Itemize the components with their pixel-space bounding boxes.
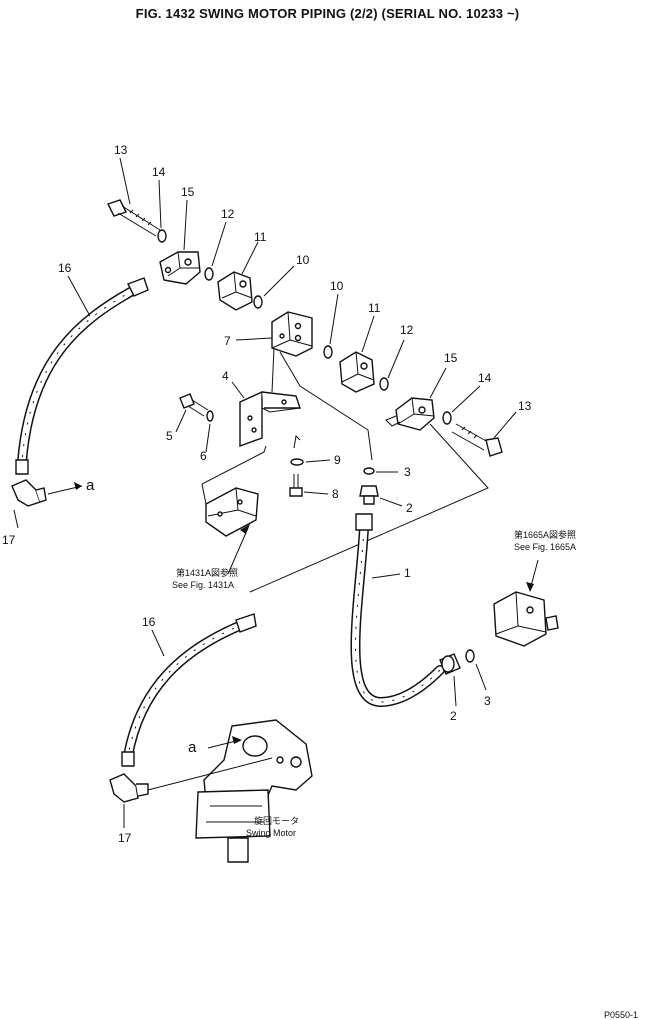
valve-fig-1665a	[493, 591, 559, 647]
callout-17-lower: 17	[118, 831, 132, 845]
footer-code: P0550-1	[604, 1010, 638, 1020]
callout-7: 7	[224, 334, 231, 348]
fitting-2-lower	[439, 653, 461, 675]
arrow-a-head	[74, 482, 82, 490]
elbow-17-lower	[109, 773, 149, 803]
callout-11-right: 11	[368, 301, 381, 315]
bolt-13-upper	[107, 199, 161, 237]
motor-label-en: Swing Motor	[246, 828, 296, 838]
block-15-upper	[159, 251, 201, 285]
callout-3-upper: 3	[404, 465, 411, 479]
callout-12-right: 12	[400, 323, 414, 337]
ref-1665a-en: See Fig. 1665A	[514, 542, 576, 552]
callout-8: 8	[332, 487, 339, 501]
oring-10-upper	[253, 295, 263, 309]
fitting-2-upper	[359, 485, 379, 505]
callout-15-right: 15	[444, 351, 458, 365]
figure-title: FIG. 1432 SWING MOTOR PIPING (2/2) (SERI…	[135, 6, 520, 21]
arrow-a2-head	[232, 736, 242, 744]
callout-10-right: 10	[330, 279, 344, 293]
washer-6	[206, 410, 214, 422]
hose-16-lower	[121, 613, 257, 767]
arrow-1431a-head	[240, 524, 250, 534]
elbow-17-upper	[11, 479, 47, 507]
callout-4: 4	[222, 369, 229, 383]
arrow-1665a-head	[526, 582, 534, 592]
callout-14-right: 14	[478, 371, 492, 385]
leader-bracket	[201, 445, 267, 505]
oring-10-right	[323, 345, 333, 359]
callout-2-upper: 2	[406, 501, 413, 515]
washer-9	[290, 458, 304, 466]
callout-9: 9	[334, 453, 341, 467]
motor-label-jp: 旋回モータ	[254, 815, 299, 826]
bolt-8	[289, 474, 303, 497]
callout-a-upper: a	[86, 477, 95, 494]
block-15-right	[385, 397, 435, 431]
leader-motor-port	[147, 757, 273, 791]
callout-14-upper: 14	[152, 165, 166, 179]
ref-1431a-jp: 第1431A図参照	[176, 567, 238, 578]
bolt-5	[179, 393, 209, 417]
ref-1665a-jp: 第1665A図参照	[514, 529, 576, 540]
callout-2-lower: 2	[450, 709, 457, 723]
guide-line-cross	[249, 423, 489, 593]
bracket-4	[239, 347, 301, 447]
callout-12-upper: 12	[221, 207, 235, 221]
callout-3-lower: 3	[484, 694, 491, 708]
callout-16-lower: 16	[142, 615, 156, 629]
oring-3-upper	[363, 467, 375, 475]
callout-10-upper: 10	[296, 253, 310, 267]
oring-3-lower	[465, 649, 475, 663]
callout-17-upper: 17	[2, 533, 16, 547]
swing-motor	[195, 719, 313, 863]
block-7	[271, 311, 313, 357]
callout-6: 6	[200, 449, 207, 463]
callout-a-lower: a	[188, 739, 197, 756]
callout-5: 5	[166, 429, 173, 443]
guide-line-block7	[279, 351, 373, 461]
callout-13-right: 13	[518, 399, 532, 413]
hose-16-upper	[15, 277, 149, 475]
bolt-13-right	[451, 423, 503, 457]
washer-14-upper	[157, 229, 167, 243]
callout-1: 1	[404, 566, 411, 580]
oring-12-upper	[204, 267, 214, 281]
guide-line-bolt8	[293, 434, 301, 449]
bracket-fig-1431a	[205, 487, 259, 537]
hose-1	[350, 513, 445, 708]
block-11-upper	[217, 271, 253, 311]
ref-1431a-en: See Fig. 1431A	[172, 580, 234, 590]
washer-14-right	[442, 411, 452, 425]
callout-16-upper: 16	[58, 261, 72, 275]
oring-12-right	[379, 377, 389, 391]
callout-11-upper: 11	[254, 230, 267, 244]
block-11-right	[339, 351, 375, 393]
leader-lines	[13, 157, 517, 828]
callout-13-upper: 13	[114, 143, 128, 157]
callout-15-upper: 15	[181, 185, 195, 199]
arrow-1431a-line	[227, 527, 249, 575]
